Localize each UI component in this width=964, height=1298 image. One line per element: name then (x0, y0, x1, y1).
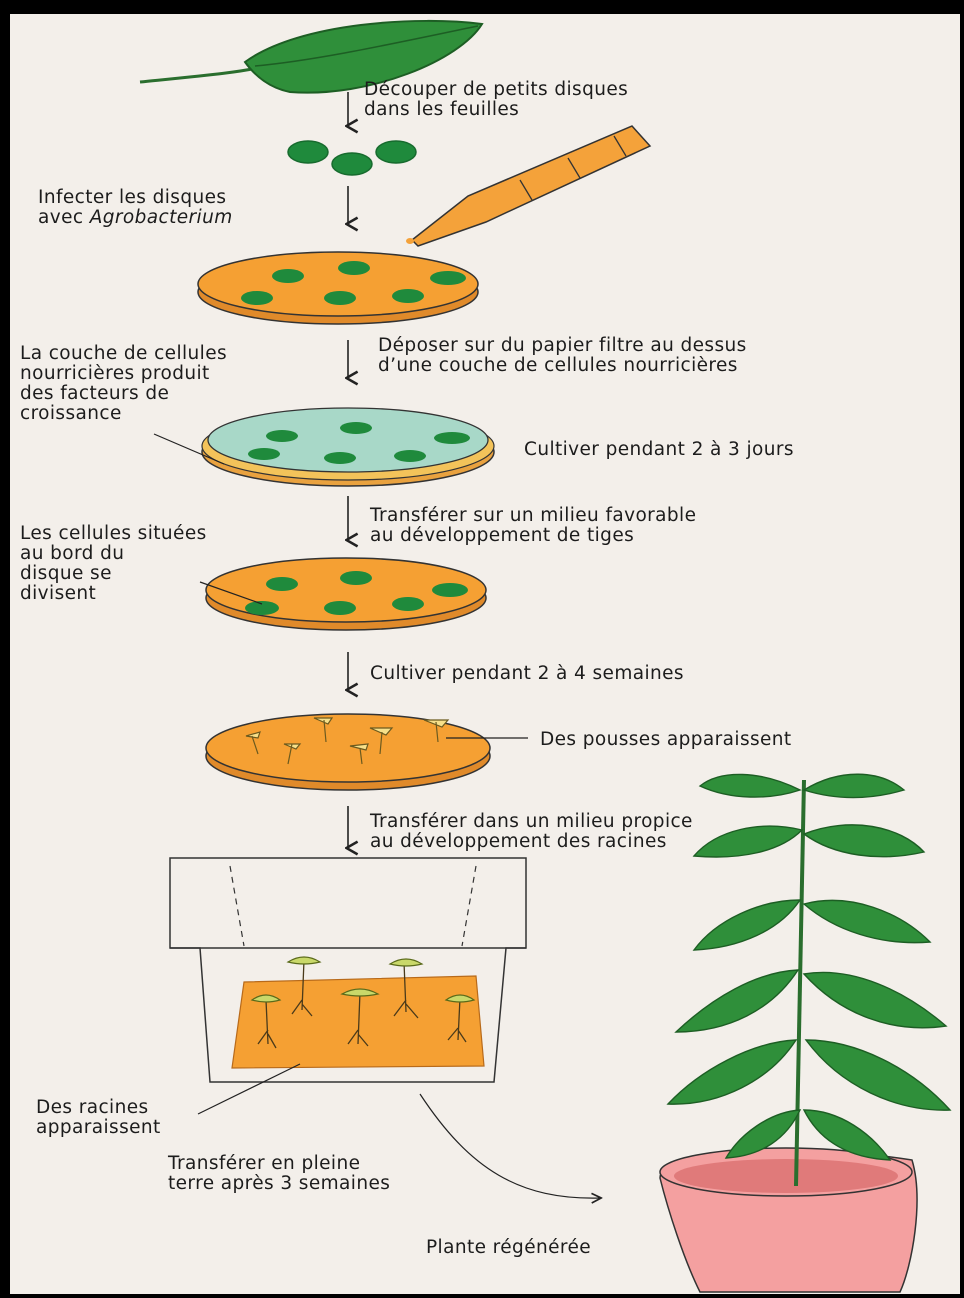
petri-dish-dividing (206, 558, 486, 630)
petri-dish-shoots (206, 714, 490, 790)
regenerated-plant (660, 774, 950, 1292)
petri-dish-filter (202, 408, 494, 486)
step-culture-days-label: Cultiver pendant 2 à 3 jours (524, 440, 794, 460)
pipette-illustration (406, 126, 650, 246)
rooting-container (170, 858, 526, 1082)
annotation-edge-cells: Les cellules situées au bord du disque s… (20, 524, 207, 604)
petri-dish-infected (198, 252, 478, 324)
step-culture-weeks-label: Cultiver pendant 2 à 4 semaines (370, 664, 684, 684)
annotation-feeder-cells: La couche de cellules nourricières produ… (20, 344, 227, 424)
step-transfer-roots-label: Transférer dans un milieu propice au dév… (370, 812, 693, 852)
annotation-plant: Plante régénérée (426, 1238, 591, 1258)
step-cut-label: Découper de petits disques dans les feui… (364, 80, 628, 120)
annotation-roots: Des racines apparaissent (36, 1098, 161, 1138)
annotation-shoots: Des pousses apparaissent (540, 730, 792, 750)
step-infect-prefix: avec (38, 207, 90, 228)
step-infect-organism: Agrobacterium (90, 207, 233, 228)
step-transfer-soil-label: Transférer en pleine terre après 3 semai… (168, 1154, 390, 1194)
leaf-discs (288, 141, 416, 175)
step-infect-line1: Infecter les disques (38, 187, 226, 208)
step-transfer-stems-label: Transférer sur un milieu favorable au dé… (370, 506, 696, 546)
step-infect-label: Infecter les disques avec Agrobacterium (38, 188, 233, 228)
step-deposit-label: Déposer sur du papier filtre au dessus d… (378, 336, 747, 376)
